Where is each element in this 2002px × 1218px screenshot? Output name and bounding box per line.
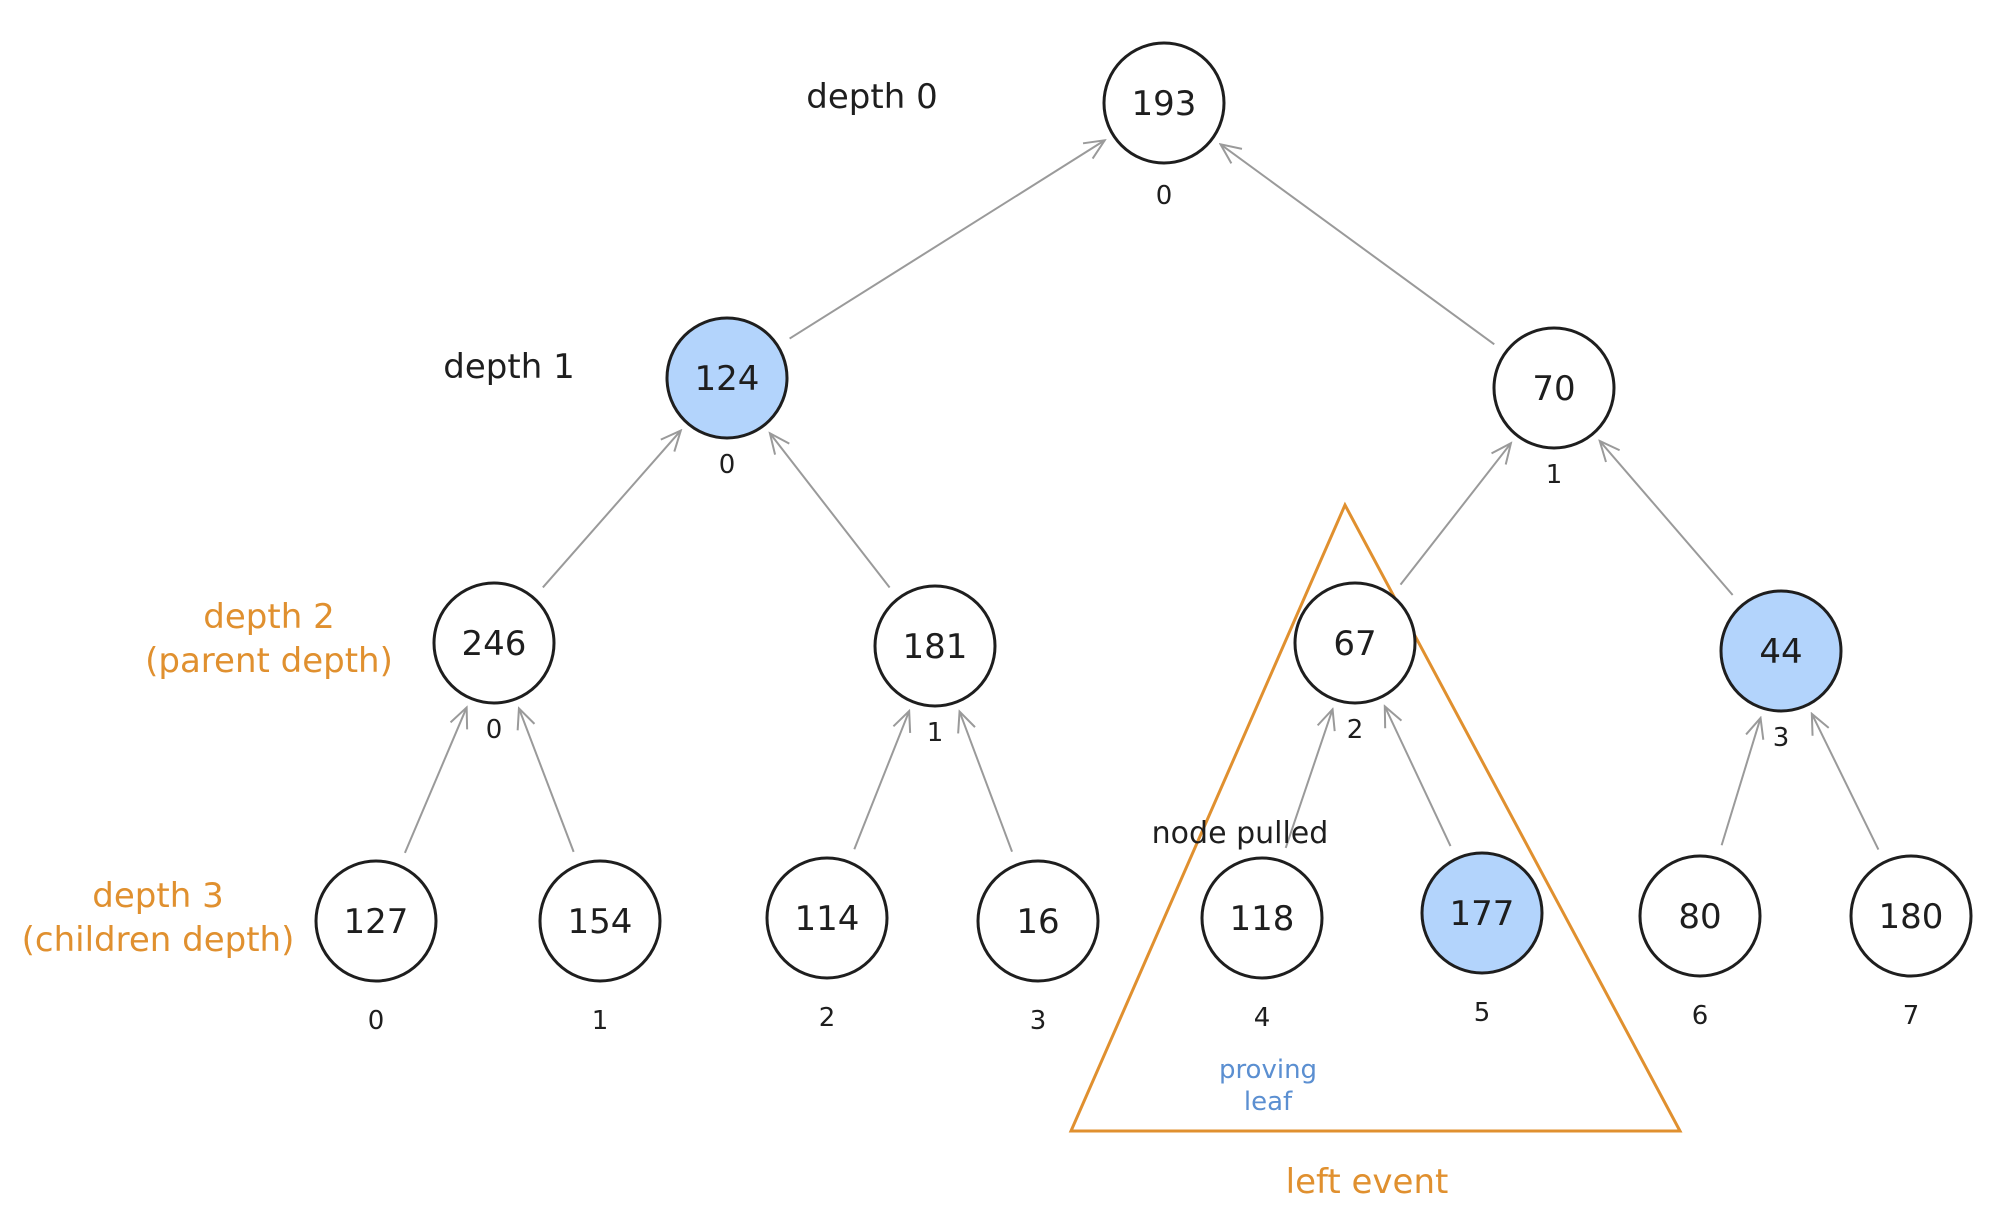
node-index-label: 0 bbox=[1156, 181, 1173, 211]
node-index-label: 2 bbox=[1347, 715, 1364, 745]
node-index-label: 4 bbox=[1254, 1003, 1271, 1033]
node-value: 44 bbox=[1759, 632, 1802, 672]
edge-arrow-d3-7-to-d2-3 bbox=[1812, 714, 1880, 851]
node-index-label: 0 bbox=[486, 715, 503, 745]
node-index-label: 5 bbox=[1474, 998, 1491, 1028]
tree-edges bbox=[403, 140, 1880, 854]
depth-label-3: depth 3(children depth) bbox=[22, 876, 295, 960]
proving-leaf-label: proving bbox=[1219, 1055, 1317, 1085]
node-value: 193 bbox=[1132, 84, 1197, 124]
node-circle bbox=[765, 856, 889, 980]
edge-arrow-d3-1-to-d2-0 bbox=[519, 708, 575, 853]
edge-arrow-d3-4-to-d2-2 bbox=[1284, 709, 1333, 849]
edge-arrow-d2-1-to-d1-0 bbox=[770, 433, 891, 589]
tree-node-d3-2: 114 2 bbox=[765, 856, 889, 1033]
depth-label-1: depth 1 bbox=[443, 347, 574, 387]
node-value: 70 bbox=[1532, 369, 1575, 409]
edge-arrow-d3-2-to-d2-1 bbox=[853, 711, 909, 850]
node-value: 114 bbox=[795, 899, 860, 939]
highlighted-node-circle bbox=[1420, 851, 1544, 975]
node-index-label: 0 bbox=[368, 1006, 385, 1036]
node-value: 118 bbox=[1230, 899, 1295, 939]
node-index-label: 1 bbox=[1546, 460, 1563, 490]
node-circle bbox=[1200, 856, 1324, 980]
node-value: 246 bbox=[462, 624, 527, 664]
node-circle bbox=[1638, 854, 1762, 978]
highlighted-node-circle bbox=[1719, 589, 1843, 713]
depth-label-2: depth 2(parent depth) bbox=[145, 597, 393, 681]
node-value: 16 bbox=[1016, 902, 1059, 942]
tree-node-d2-0: 246 0 bbox=[432, 581, 556, 745]
depth-labels: depth 0 depth 1 depth 2(parent depth) depth… bbox=[22, 77, 938, 960]
tree-node-d3-3: 16 3 bbox=[976, 859, 1100, 1036]
node-value: 177 bbox=[1450, 894, 1515, 934]
node-pulled-label: node pulled bbox=[1152, 816, 1329, 851]
proving-leaf-label-line-2: leaf bbox=[1244, 1087, 1293, 1117]
tree-node-d3-4: 118 4 bbox=[1200, 856, 1324, 1033]
node-circle bbox=[432, 581, 556, 705]
tree-node-d1-1: 70 1 bbox=[1492, 326, 1616, 490]
node-value: 124 bbox=[695, 359, 760, 399]
node-value: 154 bbox=[568, 902, 633, 942]
node-value: 80 bbox=[1678, 897, 1721, 937]
edge-arrow-d1-0-to-d0-0 bbox=[789, 140, 1105, 340]
edge-arrow-d3-0-to-d2-0 bbox=[403, 707, 467, 854]
node-circle bbox=[1492, 326, 1616, 450]
node-circle bbox=[538, 859, 662, 983]
node-circle bbox=[873, 584, 997, 708]
node-index-label: 1 bbox=[592, 1006, 609, 1036]
left-event-triangle bbox=[1068, 501, 1683, 1133]
node-circle bbox=[314, 859, 438, 983]
tree-node-d3-0: 127 0 bbox=[314, 859, 438, 1036]
depth-label-0: depth 0 bbox=[806, 77, 937, 117]
node-value: 180 bbox=[1879, 897, 1944, 937]
node-index-label: 3 bbox=[1030, 1006, 1047, 1036]
edge-arrow-d2-2-to-d1-1 bbox=[1399, 443, 1511, 586]
tree-node-d2-3: 44 3 bbox=[1719, 589, 1843, 753]
node-index-label: 3 bbox=[1773, 723, 1790, 753]
highlighted-node-circle bbox=[665, 316, 789, 440]
node-index-label: 7 bbox=[1903, 1001, 1920, 1031]
node-index-label: 1 bbox=[927, 718, 944, 748]
node-value: 67 bbox=[1333, 624, 1376, 664]
edge-arrow-d2-0-to-d1-0 bbox=[542, 431, 681, 589]
left-event-label: left event bbox=[1286, 1162, 1449, 1202]
node-circle bbox=[976, 859, 1100, 983]
node-index-label: 0 bbox=[719, 450, 736, 480]
node-index-label: 6 bbox=[1692, 1001, 1709, 1031]
edge-arrow-d1-1-to-d0-0 bbox=[1221, 144, 1495, 346]
node-circle bbox=[1849, 854, 1973, 978]
node-circle bbox=[1102, 41, 1226, 165]
node-index-label: 2 bbox=[819, 1003, 836, 1033]
tree-node-d1-0: 124 0 bbox=[665, 316, 789, 480]
tree-node-d2-2: 67 2 bbox=[1293, 581, 1417, 745]
node-circle bbox=[1293, 581, 1417, 705]
edge-arrow-d3-3-to-d2-1 bbox=[960, 712, 1013, 853]
edge-arrow-d3-6-to-d2-3 bbox=[1720, 718, 1761, 846]
node-value: 127 bbox=[344, 902, 409, 942]
node-value: 181 bbox=[903, 627, 968, 667]
tree-node-d3-6: 80 6 bbox=[1638, 854, 1762, 1031]
edge-arrow-d3-5-to-d2-2 bbox=[1385, 706, 1452, 847]
tree-nodes: 1930124070124601811672443127015411142163… bbox=[314, 41, 1973, 1036]
edge-arrow-d2-3-to-d1-1 bbox=[1600, 441, 1734, 596]
